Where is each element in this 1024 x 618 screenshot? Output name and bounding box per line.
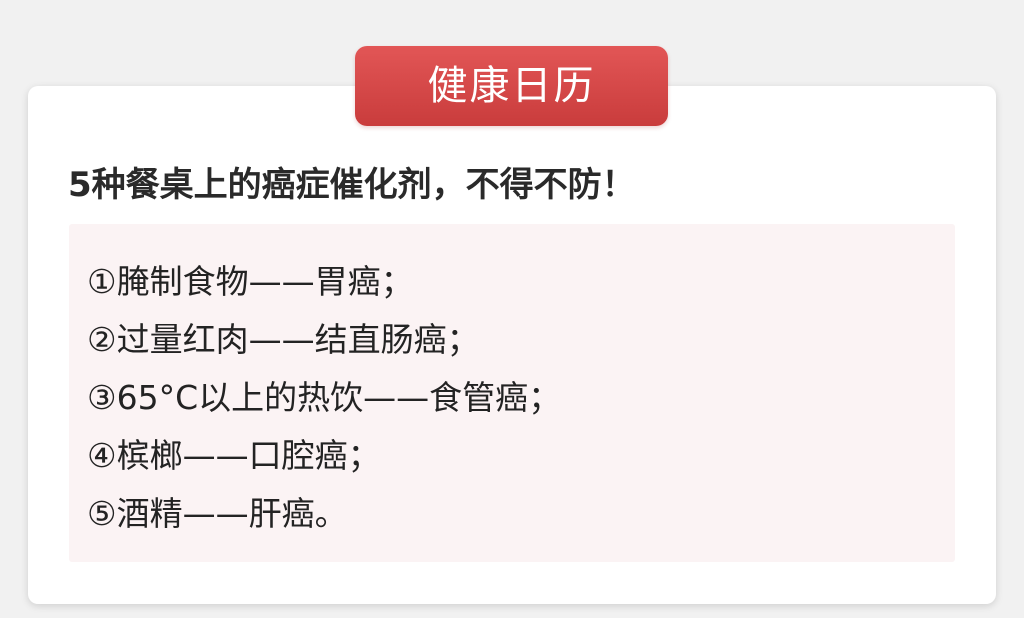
list-item: ②过量红肉——结直肠癌； <box>87 320 480 359</box>
health-calendar-tag: 健康日历 <box>355 46 668 126</box>
list-item: ④槟榔——口腔癌； <box>87 436 381 475</box>
article-title: 5种餐桌上的癌症催化剂，不得不防！ <box>68 165 636 205</box>
content-panel: ①腌制食物——胃癌； ②过量红肉——结直肠癌； ③65°C以上的热饮——食管癌；… <box>69 224 955 562</box>
list-item: ①腌制食物——胃癌； <box>87 262 414 301</box>
list-item: ③65°C以上的热饮——食管癌； <box>87 378 562 417</box>
cancer-trigger-list: ①腌制食物——胃癌； ②过量红肉——结直肠癌； ③65°C以上的热饮——食管癌；… <box>87 253 561 543</box>
list-item: ⑤酒精——肝癌。 <box>87 494 348 533</box>
